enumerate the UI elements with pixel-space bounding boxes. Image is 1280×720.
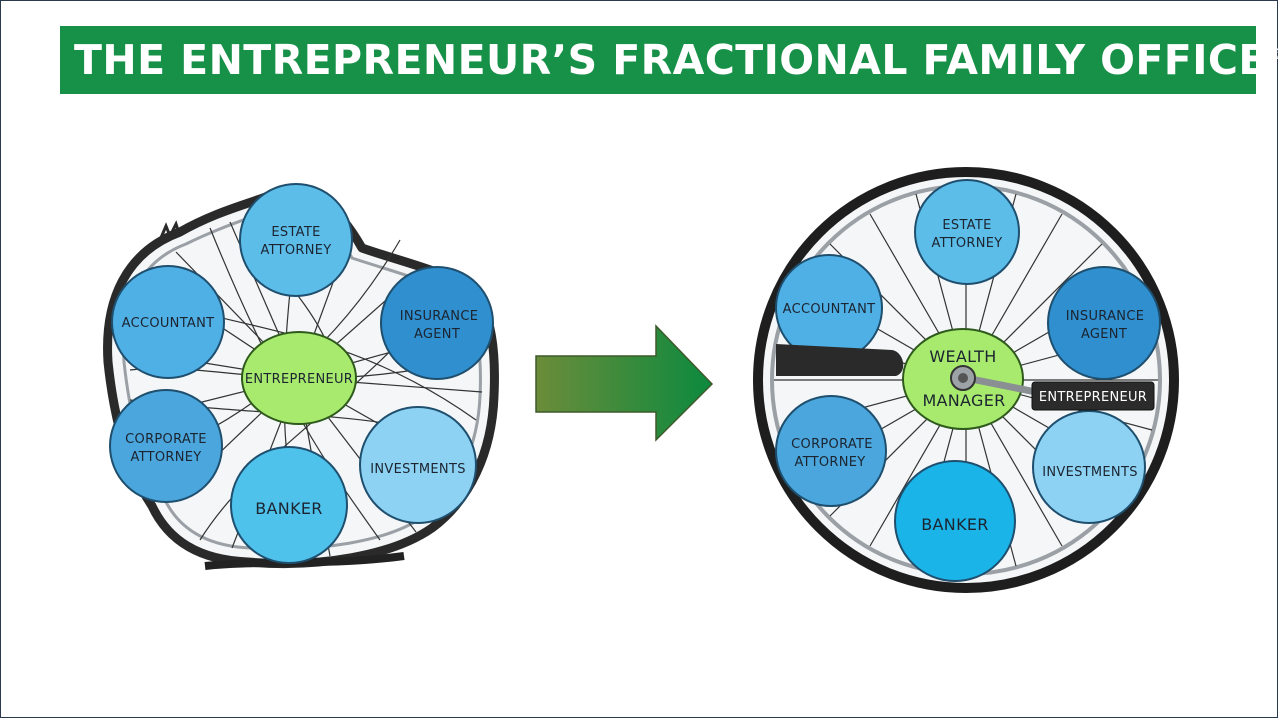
wheel-hub [950, 365, 1040, 396]
right-banker-label: BANKER [921, 515, 988, 534]
right-estate-attorney-line1: ESTATE [942, 218, 991, 233]
right-corporate-attorney-line2: ATTORNEY [794, 455, 865, 470]
right-investments-label: INVESTMENTS [1042, 465, 1138, 480]
left-accountant-node: ACCOUNTANT [111, 265, 225, 379]
title-banner: THE ENTREPRENEUR’S FRACTIONAL FAMILY OFF… [60, 26, 1280, 94]
left-insurance-agent-line1: INSURANCE [400, 309, 478, 324]
left-investments-label: INVESTMENTS [370, 462, 466, 477]
title-text: THE ENTREPRENEUR’S FRACTIONAL FAMILY OFF… [74, 36, 1267, 84]
left-center-label: ENTREPRENEUR [245, 372, 353, 387]
left-insurance-agent-line2: AGENT [414, 327, 460, 342]
right-corporate-attorney-line1: CORPORATE [791, 437, 873, 452]
right-estate-attorney-node: ESTATE ATTORNEY [914, 179, 1020, 285]
right-estate-attorney-line2: ATTORNEY [931, 236, 1002, 251]
left-accountant-label: ACCOUNTANT [122, 316, 215, 331]
entrepreneur-lever: ENTREPRENEUR [1031, 381, 1155, 411]
quick-release-lever-left [776, 344, 904, 376]
right-corporate-attorney-node: CORPORATE ATTORNEY [775, 395, 887, 507]
left-estate-attorney-line2: ATTORNEY [260, 243, 331, 258]
left-estate-attorney-line1: ESTATE [271, 225, 320, 240]
transition-arrow [535, 324, 714, 442]
left-corporate-attorney-line2: ATTORNEY [130, 450, 201, 465]
lever-label: ENTREPRENEUR [1039, 390, 1147, 405]
left-insurance-agent-node: INSURANCE AGENT [380, 266, 494, 380]
right-center-line2: MANAGER [922, 391, 1005, 410]
left-corporate-attorney-node: CORPORATE ATTORNEY [109, 389, 223, 503]
broken-wheel: ESTATE ATTORNEY ACCOUNTANT INSURANCE AGE… [103, 183, 499, 570]
right-insurance-agent-line1: INSURANCE [1066, 309, 1144, 324]
left-corporate-attorney-line1: CORPORATE [125, 432, 207, 447]
left-estate-attorney-node: ESTATE ATTORNEY [239, 183, 353, 297]
registered-mark: ® [1266, 44, 1280, 64]
right-insurance-agent-line2: AGENT [1081, 327, 1127, 342]
right-accountant-label: ACCOUNTANT [783, 302, 876, 317]
broken-wheel-tire-scuff [158, 220, 182, 241]
left-entrepreneur-node: ENTREPRENEUR [241, 331, 357, 425]
true-wheel: ESTATE ATTORNEY ACCOUNTANT INSURANCE AGE… [753, 167, 1179, 593]
right-investments-node: INVESTMENTS [1032, 410, 1146, 524]
page-title: THE ENTREPRENEUR’S FRACTIONAL FAMILY OFF… [74, 36, 1280, 84]
right-insurance-agent-node: INSURANCE AGENT [1047, 266, 1161, 380]
right-banker-node: BANKER [894, 460, 1016, 582]
left-investments-node: INVESTMENTS [359, 406, 477, 524]
right-center-line1: WEALTH [929, 347, 996, 366]
left-banker-node: BANKER [230, 446, 348, 564]
left-banker-label: BANKER [255, 499, 322, 518]
